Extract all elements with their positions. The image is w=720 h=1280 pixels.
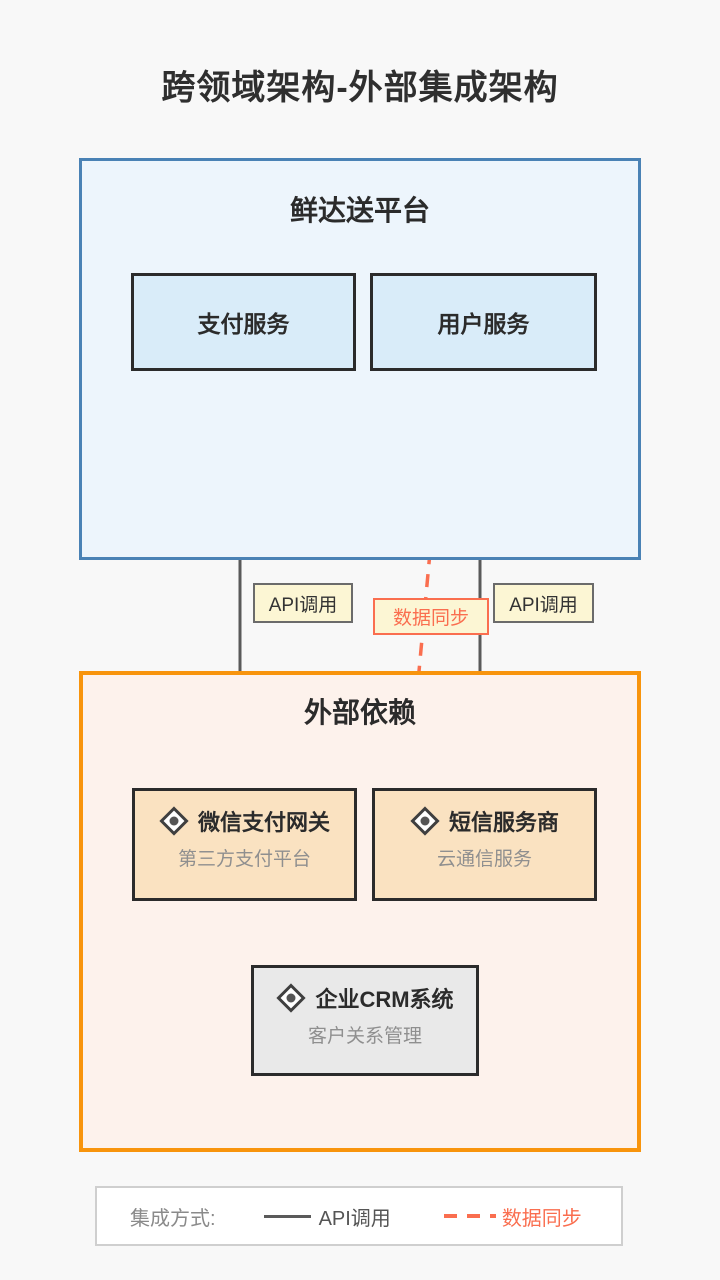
api-call-label-left-text: API调用 [268,594,338,616]
legend-item-data-sync: 数据同步 [391,1202,582,1231]
legend: 集成方式: API调用 数据同步 [95,1186,623,1246]
node-wechat-subtitle: 第三方支付平台 [177,849,311,870]
node-sms-provider: 短信服务商 云通信服务 [372,788,597,901]
node-user-service-label: 用户服务 [437,311,530,337]
api-call-label-right: API调用 [493,583,594,623]
legend-data-sync-label: 数据同步 [501,1207,582,1230]
external-title: 外部依赖 [303,697,416,728]
data-sync-label: 数据同步 [373,598,489,635]
external-container: 外部依赖 微信支付网关 第三方支付平台 短信服务商 云通信服务 [79,671,641,1152]
dashed-line-sample-icon [443,1214,496,1218]
node-wechat-pay-gateway: 微信支付网关 第三方支付平台 [132,788,357,901]
platform-container: 鲜达送平台 支付服务 用户服务 [79,158,641,560]
node-sms-title: 短信服务商 [448,810,559,835]
node-payment-service: 支付服务 [131,273,356,371]
solid-line-sample-icon [263,1214,311,1218]
platform-title: 鲜达送平台 [289,195,430,226]
legend-item-api-call: API调用 [216,1202,391,1231]
legend-api-call-label: API调用 [318,1207,391,1230]
legend-title: 集成方式: [130,1207,216,1230]
diamond-dot-icon [159,806,189,836]
node-user-service: 用户服务 [370,273,597,371]
node-payment-service-label: 支付服务 [197,311,290,337]
diamond-dot-icon [276,983,307,1013]
node-sms-subtitle: 云通信服务 [436,849,532,870]
api-call-label-right-text: API调用 [509,594,578,616]
node-crm-system: 企业CRM系统 客户关系管理 [251,965,479,1076]
node-crm-title: 企业CRM系统 [315,987,454,1012]
node-crm-subtitle: 客户关系管理 [307,1026,422,1047]
node-wechat-title: 微信支付网关 [197,810,330,835]
api-call-label-left: API调用 [253,583,353,623]
diamond-dot-icon [410,806,440,836]
page-title: 跨领域架构-外部集成架构 [161,69,559,107]
data-sync-label-text: 数据同步 [392,608,469,629]
